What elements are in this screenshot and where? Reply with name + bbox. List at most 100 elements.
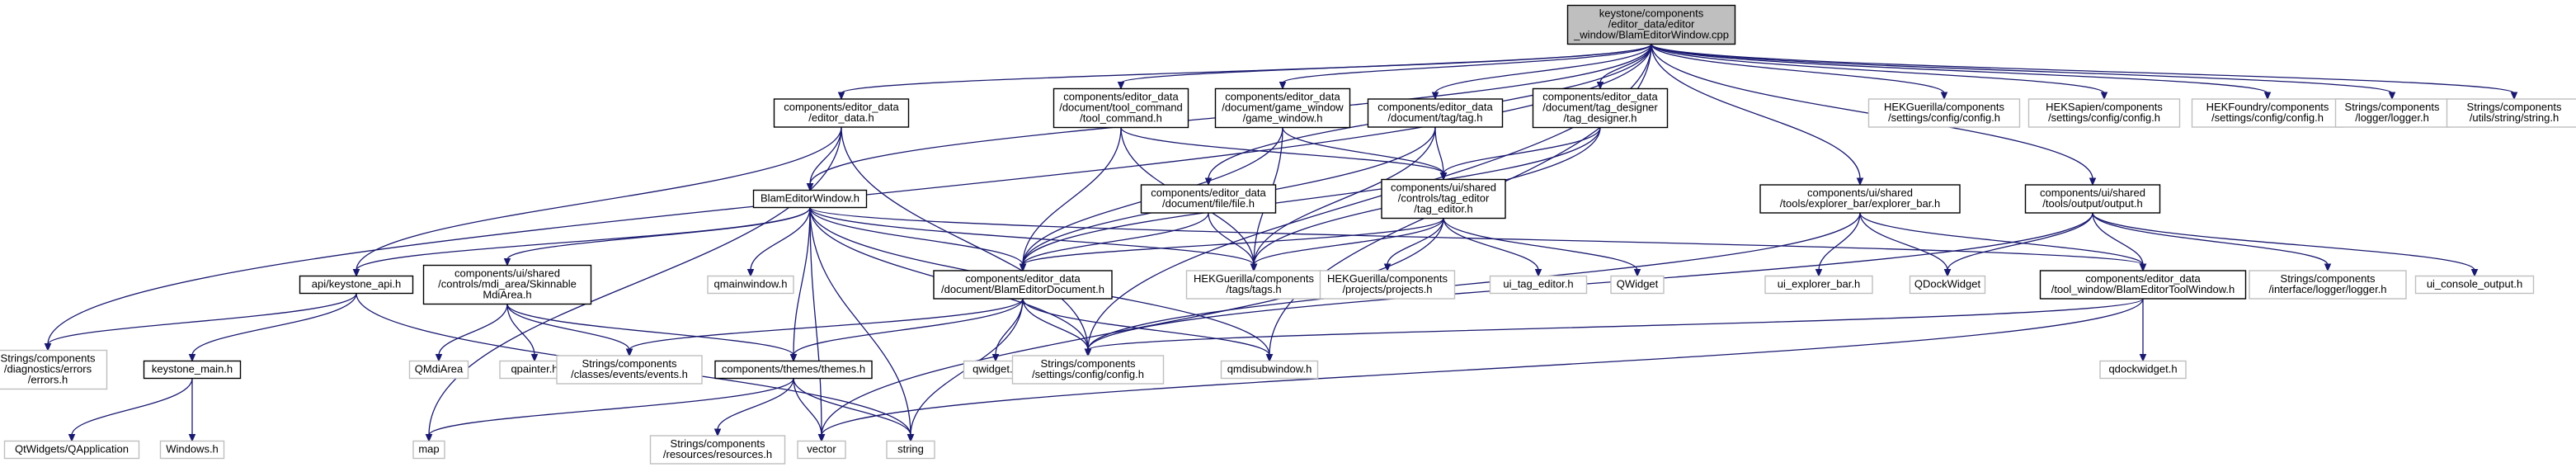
node-label-line: components/ui/shared bbox=[1807, 186, 1913, 199]
node-box bbox=[886, 440, 935, 460]
node-tag-h[interactable]: components/editor_data/document/tag/tag.… bbox=[1367, 98, 1504, 128]
node-box bbox=[1566, 4, 1736, 45]
node-label-line: string bbox=[897, 443, 924, 455]
node-label: BlamEditorWindow.h bbox=[761, 192, 859, 205]
node-box bbox=[2249, 270, 2407, 300]
node-label: Strings/components/classes/events/events… bbox=[571, 357, 688, 380]
edge-arrowhead bbox=[435, 354, 443, 362]
node-box bbox=[714, 360, 873, 380]
edge-line bbox=[1022, 127, 1122, 266]
edge-output-h-to-interface-logger-h bbox=[2092, 212, 2332, 272]
node-label-line: /document/BlamEditorDocument.h bbox=[941, 283, 1104, 295]
edge-arrowhead bbox=[2263, 92, 2272, 101]
node-box bbox=[1764, 275, 1873, 295]
edge-arrowhead bbox=[2388, 92, 2396, 101]
node-label-line: ui_console_output.h bbox=[2427, 278, 2522, 290]
node-qmdiarea: QMdiArea bbox=[408, 360, 469, 380]
edge-arrowhead bbox=[1534, 269, 1542, 277]
node-label-line: /document/game_window bbox=[1222, 101, 1344, 114]
node-box bbox=[2024, 184, 2161, 214]
edge-arrowhead bbox=[1265, 354, 1274, 362]
node-label-line: HEKGuerilla/components bbox=[1327, 272, 1448, 285]
node-utils-string-h: Strings/components/utils/string/string.h bbox=[2446, 98, 2576, 128]
node-label-line: QMdiArea bbox=[415, 363, 464, 375]
node-game-window-h[interactable]: components/editor_data/document/game_win… bbox=[1214, 87, 1351, 129]
edge-line bbox=[1859, 212, 2144, 266]
edge-line bbox=[506, 207, 811, 260]
edge-line bbox=[809, 206, 2144, 266]
node-blam-editor-document-h[interactable]: components/editor_data/document/BlamEdit… bbox=[933, 270, 1113, 300]
edge-line bbox=[356, 126, 842, 271]
node-label-line: components/editor_data bbox=[1542, 91, 1658, 103]
node-label: qwidget.h bbox=[972, 363, 1019, 375]
node-label-line: Strings/components bbox=[1041, 357, 1136, 370]
node-label-line: /tag_editor.h bbox=[1414, 203, 1473, 215]
edge-arrowhead bbox=[907, 434, 915, 442]
node-label-line: /settings/config/config.h bbox=[2048, 111, 2160, 124]
node-label-line: MdiArea.h bbox=[483, 289, 531, 301]
edge-line bbox=[1859, 212, 1948, 271]
node-blam-editor-window-h[interactable]: BlamEditorWindow.h bbox=[752, 189, 868, 209]
node-box bbox=[1759, 184, 1961, 214]
node-label-line: /logger/logger.h bbox=[2355, 111, 2429, 124]
edge-blam-editor-window-h-to-vector bbox=[809, 207, 826, 442]
node-qmdisubwindow-h: qmdisubwindow.h bbox=[1220, 360, 1319, 380]
node-tag-editor-h[interactable]: components/ui/shared/controls/tag_editor… bbox=[1381, 178, 1506, 219]
node-label-line: /settings/config/config.h bbox=[1032, 368, 1144, 380]
edge-line bbox=[356, 207, 811, 271]
edge-keystone-api-h-to-keystone-main-h bbox=[188, 293, 357, 362]
node-label-line: keystone/components bbox=[1599, 7, 1704, 20]
edge-arrowhead bbox=[1940, 92, 1948, 101]
edge-line bbox=[793, 378, 822, 436]
edge-line bbox=[1282, 43, 1652, 84]
node-box bbox=[1381, 178, 1506, 219]
node-label-line: qmdisubwindow.h bbox=[1227, 363, 1312, 375]
edge-arrowhead bbox=[789, 354, 798, 362]
node-editor-data-h[interactable]: components/editor_data/editor_data.h bbox=[773, 98, 910, 128]
node-label: components/ui/shared/controls/tag_editor… bbox=[1391, 182, 1496, 215]
edge-line bbox=[809, 207, 822, 436]
node-output-h[interactable]: components/ui/shared/tools/output/output… bbox=[2024, 184, 2161, 214]
edge-line bbox=[793, 298, 1024, 356]
node-keystone-main-h[interactable]: keystone_main.h bbox=[143, 360, 242, 380]
edge-tag-editor-h-to-hek-tags-h bbox=[1250, 218, 1444, 272]
edge-root-to-hek-foundry-config bbox=[1651, 43, 2272, 101]
node-skinnable-mdi-h[interactable]: components/ui/shared/controls/mdi_area/S… bbox=[422, 264, 592, 305]
node-tool-command-h[interactable]: components/editor_data/document/tool_com… bbox=[1053, 87, 1189, 129]
node-label-line: QDockWidget bbox=[1914, 278, 1981, 290]
node-label-line: /tool_command.h bbox=[1080, 112, 1162, 125]
node-label-line: HEKFoundry/components bbox=[2206, 101, 2329, 113]
node-qwidget-cap: QWidget bbox=[1610, 275, 1665, 295]
node-label: qmainwindow.h bbox=[714, 278, 788, 290]
edge-line bbox=[1443, 127, 1601, 174]
edge-line bbox=[1253, 218, 1444, 266]
node-keystone-api-h[interactable]: api/keystone_api.h bbox=[299, 275, 414, 295]
edge-root-to-hek-guerilla-config bbox=[1651, 44, 1948, 101]
node-tag-designer-h[interactable]: components/editor_data/document/tag_desi… bbox=[1532, 87, 1669, 129]
edge-root-to-utils-string-h bbox=[1651, 43, 2518, 101]
edge-arrowhead bbox=[1439, 172, 1448, 181]
edge-tag-editor-h-to-blam-editor-document-h bbox=[1019, 218, 1444, 272]
edge-root-to-explorer-bar-h bbox=[1651, 44, 1864, 186]
edge-arrowhead bbox=[991, 354, 1000, 362]
node-root[interactable]: keystone/components/editor_data/editor_w… bbox=[1566, 4, 1736, 45]
edge-skinnable-mdi-h-to-qmdiarea bbox=[435, 304, 508, 362]
node-explorer-bar-h[interactable]: components/ui/shared/tools/explorer_bar/… bbox=[1759, 184, 1961, 214]
node-label: qdockwidget.h bbox=[2108, 363, 2177, 375]
edge-line bbox=[428, 378, 794, 436]
edge-blam-editor-window-h-to-qmainwindow-h bbox=[746, 207, 811, 277]
edge-line bbox=[1387, 218, 1444, 266]
edge-skinnable-mdi-h-to-events-h bbox=[506, 304, 633, 357]
node-themes-h[interactable]: components/themes/themes.h bbox=[714, 360, 873, 380]
node-tool-window-h[interactable]: components/editor_data/tool_window/BlamE… bbox=[2039, 270, 2247, 300]
node-box bbox=[159, 440, 225, 460]
node-label: Strings/components/settings/config/confi… bbox=[1032, 357, 1144, 380]
node-hek-sapien-config: HEKSapien/components/settings/config/con… bbox=[2027, 98, 2181, 128]
node-label-line: /document/tag_designer bbox=[1542, 101, 1658, 114]
edge-line bbox=[809, 207, 1024, 266]
node-box bbox=[1532, 87, 1669, 129]
node-label-line: /game_window.h bbox=[1243, 112, 1323, 125]
edge-line bbox=[1947, 212, 2093, 271]
node-file-h[interactable]: components/editor_data/document/file/fil… bbox=[1140, 184, 1277, 214]
node-label: components/editor_data/document/tag/tag.… bbox=[1377, 101, 1493, 124]
